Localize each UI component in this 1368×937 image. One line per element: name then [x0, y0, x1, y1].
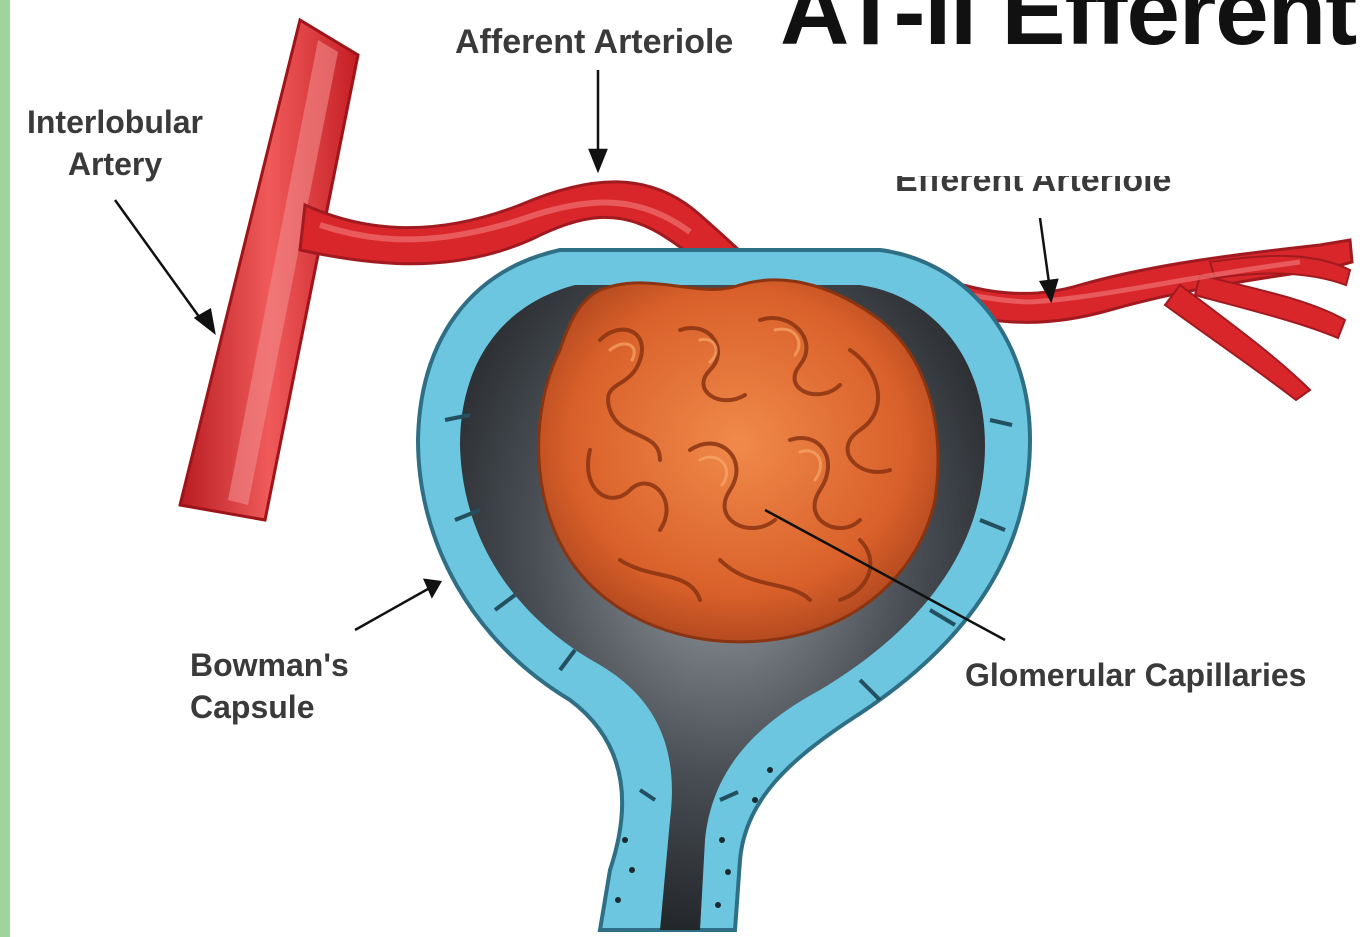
label-interlobular-artery: Interlobular Artery — [10, 102, 220, 185]
label-bowman-line1: Bowman's — [190, 645, 349, 687]
label-bowmans-capsule: Bowman's Capsule — [190, 645, 349, 728]
label-bowman-line2: Capsule — [190, 687, 349, 729]
label-interlobular-line2: Artery — [10, 144, 220, 186]
interlobular-artery — [180, 20, 358, 520]
arrow-interlobular — [115, 200, 214, 332]
arrow-bowman — [355, 580, 440, 630]
glomerular-capillaries — [539, 280, 938, 642]
label-glomerular-capillaries: Glomerular Capillaries — [965, 655, 1306, 697]
arrow-afferent — [590, 70, 606, 170]
label-afferent-arteriole: Afferent Arteriole — [455, 20, 733, 64]
arrow-efferent — [1040, 218, 1057, 300]
label-interlobular-line1: Interlobular — [10, 102, 220, 144]
